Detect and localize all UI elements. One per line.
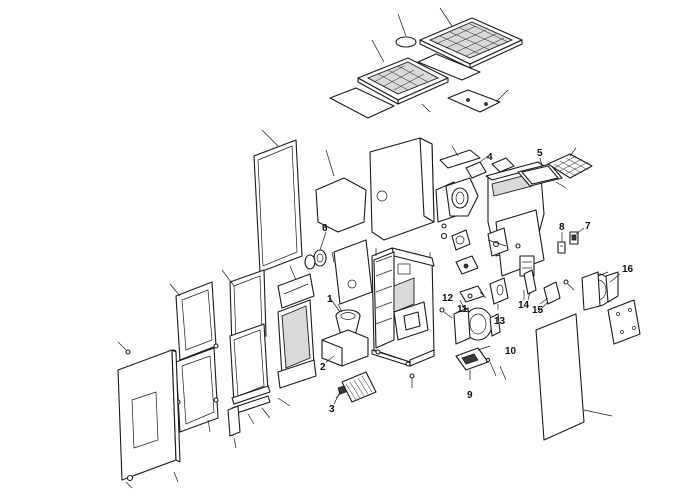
hopper-lid-switch-14 — [523, 269, 537, 301]
front-door-panel — [117, 349, 181, 489]
right-side-panel — [535, 313, 613, 441]
auger-assembly — [439, 229, 509, 319]
heat-exchanger-frame — [371, 247, 435, 367]
hardware-bolts — [409, 357, 507, 388]
top-lid-assembly — [329, 7, 523, 119]
inner-door-frame — [175, 347, 219, 433]
ash-pan — [321, 329, 369, 367]
combustion-blower-11 — [453, 299, 501, 345]
latch-handle — [227, 405, 241, 449]
back-wall-plate — [333, 239, 373, 305]
igniter — [333, 371, 377, 405]
callout-9: 9 — [467, 390, 473, 401]
callout-leaders — [331, 181, 609, 351]
callout-7: 7 — [585, 221, 591, 232]
convection-blower-16 — [581, 271, 621, 311]
callout-10: 10 — [505, 346, 517, 357]
callout-4: 4 — [487, 152, 493, 163]
callout-11: 11 — [457, 304, 468, 315]
callout-13: 13 — [494, 316, 506, 327]
callout-16: 16 — [622, 264, 634, 275]
bracket-15 — [539, 279, 575, 305]
upper-cabinet — [315, 137, 481, 241]
control-box-9 — [455, 347, 489, 380]
glass-gasket-strip — [277, 359, 317, 389]
left-side-panel — [253, 129, 303, 273]
hopper-gasket — [517, 157, 563, 187]
glass-frame-b — [277, 299, 315, 377]
switch-7 — [569, 227, 585, 245]
callout-15: 15 — [532, 305, 544, 316]
callout-1: 1 — [327, 294, 333, 305]
callout-6: 6 — [322, 223, 328, 234]
callout-numbers: 1 2 3 4 5 6 7 8 9 10 11 12 13 14 15 16 — [320, 148, 634, 415]
round-gasket-6 — [304, 231, 327, 270]
callout-12: 12 — [442, 293, 454, 304]
hopper-screen — [547, 147, 593, 179]
outer-door-frame — [169, 281, 217, 361]
combustion-box — [445, 155, 489, 217]
callout-3: 3 — [329, 404, 335, 415]
callout-8: 8 — [559, 222, 565, 233]
burn-pot — [329, 297, 361, 336]
callout-5: 5 — [537, 148, 543, 159]
blower-mount-plate — [607, 299, 641, 345]
callout-14: 14 — [518, 300, 530, 311]
air-wash-strip — [277, 265, 315, 309]
switch-8 — [557, 232, 566, 254]
callout-2: 2 — [320, 362, 326, 373]
